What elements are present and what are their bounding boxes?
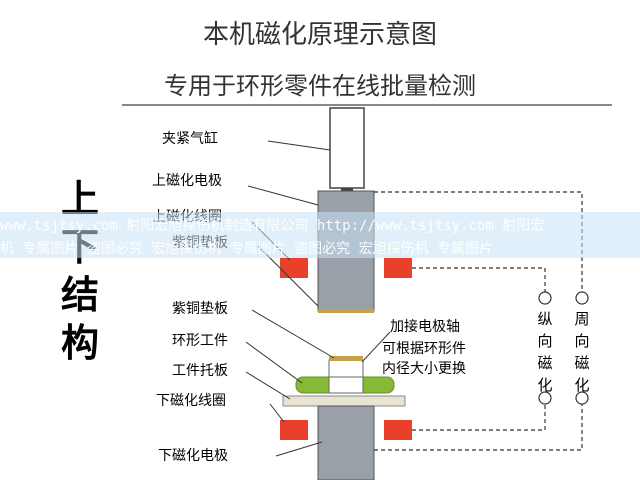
lower-electrode — [317, 405, 375, 480]
leader-ring-part — [245, 341, 303, 384]
ring-part-inner — [328, 376, 364, 394]
cylinder-rod-cap — [341, 188, 353, 192]
label-upper-coil: 上磁化线圈 — [152, 209, 222, 225]
side-label-char-3: 结 — [60, 272, 99, 317]
upper-electrode — [317, 190, 375, 312]
label-shaft-note-3: 内径大小更换 — [382, 361, 466, 377]
longitudinal-terminal-top — [538, 291, 552, 305]
upper-coil-left — [280, 258, 308, 278]
circumferential-terminal-top — [575, 291, 589, 305]
label-longitudinal-magnetization: 纵向磁化 — [537, 310, 553, 394]
label-shaft-note-1: 加接电极轴 — [390, 319, 460, 335]
leader-upper-electrode — [247, 185, 319, 206]
diagram-title: 本机磁化原理示意图 — [202, 20, 437, 50]
leader-copper-upper — [257, 245, 319, 307]
leader-tray — [245, 371, 291, 400]
clamp-cylinder — [329, 107, 365, 189]
title-divider — [122, 104, 612, 106]
circuit-longitudinal-upper — [412, 267, 546, 292]
leader-lower-electrode — [275, 441, 323, 457]
label-copper-plate: 紫铜垫板 — [172, 301, 228, 317]
label-part-tray: 工件托板 — [172, 363, 228, 379]
label-clamp-cylinder: 夹紧气缸 — [162, 131, 218, 147]
label-lower-electrode: 下磁化电极 — [158, 448, 228, 464]
leader-cylinder — [267, 140, 331, 151]
longitudinal-terminal-bottom — [538, 391, 552, 405]
lower-coil-left — [280, 420, 308, 440]
label-lower-coil: 下磁化线圈 — [156, 393, 226, 409]
leader-shaft — [361, 331, 391, 363]
upper-copper-plate — [318, 309, 374, 313]
label-upper-electrode: 上磁化电极 — [152, 173, 222, 189]
label-ring-part: 环形工件 — [172, 333, 228, 349]
side-label-char-4: 构 — [60, 320, 99, 365]
upper-coil-right — [384, 258, 412, 278]
leader-upper-coil — [251, 221, 291, 261]
side-label-char-1: 上 — [60, 176, 99, 221]
label-circumferential-magnetization: 周向磁化 — [574, 310, 590, 394]
circuit-circumferential-upper — [374, 191, 583, 292]
part-tray — [282, 395, 406, 407]
diagram-subtitle: 专用于环形零件在线批量检测 — [164, 72, 476, 100]
label-copper-plate-upper: 紫铜垫板 — [172, 235, 228, 251]
lower-coil-right — [384, 420, 412, 440]
lower-copper-plate — [329, 356, 363, 361]
circuit-longitudinal-lower — [412, 404, 546, 431]
leader-copper — [251, 309, 335, 359]
circuit-circumferential-lower — [374, 404, 583, 451]
leader-lower-coil — [269, 403, 285, 423]
label-shaft-note-2: 可根据环形件 — [382, 341, 466, 357]
circumferential-terminal-bottom — [575, 391, 589, 405]
